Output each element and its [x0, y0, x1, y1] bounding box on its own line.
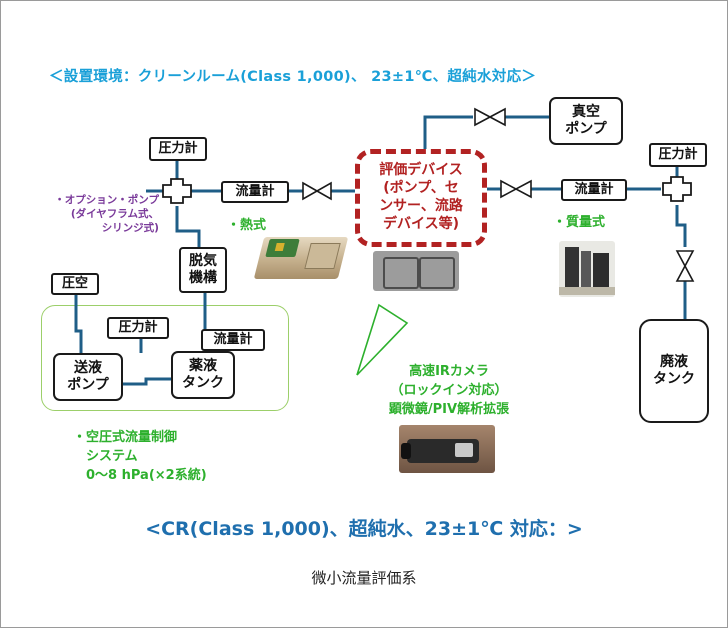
pipe-device-to-vacuum — [423, 115, 473, 149]
feed-pump-box: 送液 ポンプ — [53, 353, 123, 401]
environment-header: ＜設置環境：クリーンルーム(Class 1,000)、 23±1℃、超純水対応＞ — [49, 69, 537, 85]
pipe-cross-to-degas — [175, 206, 201, 247]
device-photo — [373, 251, 459, 291]
waste-tank-box: 廃液 タンク — [639, 319, 709, 423]
valve-waste — [675, 250, 695, 282]
pipe-pump-to-tank — [123, 377, 171, 386]
cross-fitting-right — [662, 176, 692, 202]
thermal-flowmeter-photo — [253, 237, 349, 279]
valve-vacuum — [474, 107, 506, 127]
cross-fitting-left — [162, 178, 192, 204]
degas-unit-box: 脱気 機構 — [179, 247, 227, 293]
flow-meter-right: 流量計 — [561, 179, 627, 201]
ir-camera-note: 高速IRカメラ （ロックイン対応） 顕微鏡/PIV解析拡張 — [388, 364, 510, 417]
figure-caption: 微小流量評価系 — [311, 569, 417, 587]
valve-right — [500, 179, 532, 199]
vacuum-pump-box: 真空 ポンプ — [549, 97, 623, 145]
feed-subsystem-frame — [41, 305, 289, 411]
summary-title: <CR(Class 1,000)、超純水、23±1℃ 対応：> — [145, 518, 583, 540]
ir-camera-photo — [399, 425, 495, 473]
flow-meter-left: 流量計 — [221, 181, 289, 203]
pressure-control-note: ・空圧式流量制御 システム 0～8 hPa(×2系統) — [73, 430, 207, 483]
camera-view-cone — [356, 303, 409, 376]
valve-left — [302, 181, 332, 201]
mass-flowmeter-photo — [559, 241, 615, 297]
pressure-gauge-left: 圧力計 — [149, 137, 207, 161]
pressure-gauge-bottom: 圧力計 — [107, 317, 169, 339]
compressed-air-box: 圧空 — [51, 273, 99, 295]
flow-meter-bottom: 流量計 — [201, 329, 265, 351]
pipe-compressed-air — [74, 291, 83, 353]
pressure-gauge-right: 圧力計 — [649, 143, 707, 167]
thermal-flowmeter-note: ・熱式 — [227, 218, 267, 233]
option-pump-note: ・オプション・ポンプ (ダイヤフラム式、 シリンジ式) — [54, 194, 159, 235]
pipe-right-cross-down — [675, 205, 687, 247]
chemical-tank-box: 薬液 タンク — [171, 351, 235, 399]
evaluation-device-box: 評価デバイス (ポンプ、セ ンサー、流路 デバイス等) — [355, 149, 487, 247]
mass-flowmeter-note: ・質量式 — [553, 215, 606, 230]
